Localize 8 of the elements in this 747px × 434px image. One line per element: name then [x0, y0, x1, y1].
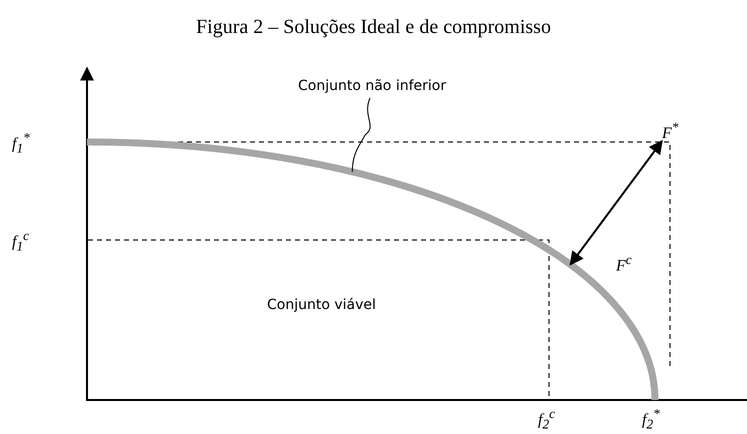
- figure-title: Figura 2 – Soluções Ideal e de compromisso: [195, 16, 552, 39]
- point-label: F$^{c}$: [616, 252, 632, 276]
- leader-line: [352, 98, 371, 172]
- region-label: Conjunto não inferior: [298, 78, 446, 94]
- region-label: Conjunto viável: [267, 297, 376, 313]
- point-label: F$^{*}$: [662, 125, 678, 142]
- double-arrow: [570, 140, 663, 266]
- pareto-curve: [86, 138, 658, 400]
